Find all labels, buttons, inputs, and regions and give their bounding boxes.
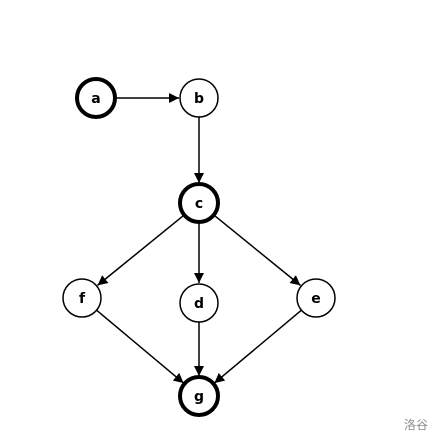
node-b: b <box>179 78 219 118</box>
node-d: d <box>179 283 219 323</box>
node-label-e: e <box>311 291 321 307</box>
edge-c-f <box>97 214 185 286</box>
node-f: f <box>62 278 102 318</box>
node-e: e <box>296 278 336 318</box>
nodes-layer: a b c d e f g <box>62 77 336 417</box>
node-label-b: b <box>194 91 204 107</box>
node-c: c <box>178 182 220 224</box>
node-label-c: c <box>195 196 203 212</box>
node-label-g: g <box>194 389 204 405</box>
node-circle-c <box>178 182 220 224</box>
node-a: a <box>75 77 117 119</box>
node-circle-d <box>179 283 219 323</box>
edge-f-g <box>96 309 185 384</box>
node-circle-a <box>75 77 117 119</box>
watermark-text: 洛谷 <box>404 418 429 432</box>
edges-layer <box>96 93 302 384</box>
node-circle-b <box>179 78 219 118</box>
edge-e-g <box>213 309 302 384</box>
node-circle-e <box>296 278 336 318</box>
node-g: g <box>178 375 220 417</box>
node-circle-f <box>62 278 102 318</box>
node-label-f: f <box>79 291 86 307</box>
edge-c-e <box>213 214 301 286</box>
node-label-d: d <box>194 296 204 312</box>
node-circle-g <box>178 375 220 417</box>
node-label-a: a <box>91 91 100 107</box>
